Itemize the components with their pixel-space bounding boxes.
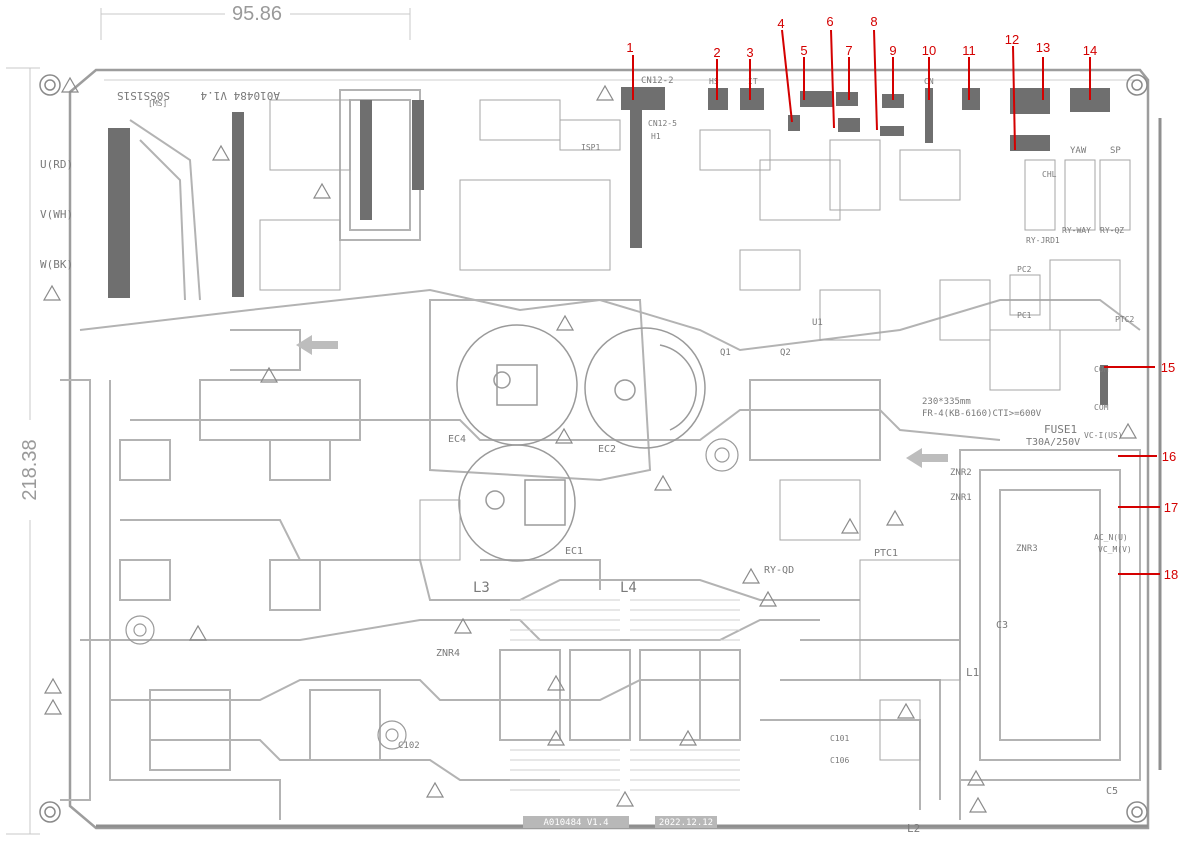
label-pc2: PC2 [1017,265,1032,274]
label-c5: C5 [1106,786,1118,797]
label-com-top: COM [1094,365,1109,374]
callout-12: 12 [1005,32,1019,47]
fuse-rating: T30A/250V [1026,437,1080,448]
label-vc-m: VC_M(V) [1098,545,1132,554]
capacitor-ec2 [584,327,706,449]
callout-11: 11 [962,43,976,58]
label-w: W(BK) [40,258,73,271]
label-ptc1: PTC1 [874,548,898,559]
label-u1: U1 [812,318,823,328]
callout-leader-6 [830,29,835,129]
label-c106: C106 [830,756,849,765]
label-v: V(WH) [40,208,73,221]
dimension-height-label: 218.38 [19,439,41,500]
label-znr3: ZNR3 [1016,544,1038,554]
callout-4: 4 [777,16,784,31]
callout-16: 16 [1162,449,1176,464]
inductor-l4-core [630,599,740,791]
label-znr4: ZNR4 [436,648,460,659]
dimension-width-label: 95.86 [232,3,282,25]
label-c3: C3 [996,620,1008,631]
label-ry-jrd1: RY-JRD1 [1026,236,1060,245]
small-smd-parts [259,99,1131,761]
label-h1: H1 [651,132,661,141]
label-q2: Q2 [780,348,791,358]
label-it: IT [748,77,758,86]
callout-18: 18 [1164,567,1178,582]
mounting-holes [39,74,1148,823]
part-number-text: A010484 V1.4 [543,818,608,828]
label-u: U(RD) [40,158,73,171]
callout-3: 3 [746,45,753,60]
board-size-note: 230*335mm [922,397,971,407]
fuse-outline [125,438,739,750]
label-isp1: ISP1 [581,143,600,152]
label-znr1: ZNR1 [950,493,972,503]
label-ry-qz: RY-QZ [1100,226,1124,235]
label-q1: Q1 [720,348,731,358]
label-cn12-5: CN12-5 [648,119,677,128]
capacitor-ec4 [456,324,578,446]
silkscreen-labels: A010484 V1.4 S0SS1S1S [MS] U(RD) V(WH) W… [40,76,1134,835]
callout-10: 10 [922,43,936,58]
flow-arrows [296,335,948,468]
board-material-note: FR-4(KB-6160)CTI>=600V [922,409,1042,419]
callouts [632,29,1160,575]
label-com-bottom: COM [1094,403,1109,412]
callout-2: 2 [713,45,720,60]
label-l3: L3 [473,580,490,596]
label-vc-i: VC-I(US) [1084,431,1123,440]
date-text: 2022.12.12 [659,818,713,828]
label-ac-n: AC_N(U) [1094,533,1128,542]
callout-14: 14 [1083,43,1097,58]
dimension-width: 95.86 [100,3,411,40]
label-pc1: PC1 [1017,311,1032,320]
dimension-height: 218.38 [6,67,41,835]
label-znr2: ZNR2 [950,468,972,478]
callout-numbers: 1 2 3 4 5 6 7 8 9 10 11 12 13 14 15 16 1… [626,14,1178,582]
label-ry-way: RY-WAY [1062,226,1091,235]
copper-traces [60,89,1141,820]
label-c101: C101 [830,734,849,743]
label-chl: CHL [1042,170,1057,179]
callout-15: 15 [1161,360,1175,375]
callout-leader-4 [781,29,793,123]
label-ec2: EC2 [598,444,616,455]
part-number-plate: A010484 V1.4 2022.12.12 [523,816,717,828]
label-l4: L4 [620,580,637,596]
callout-leader-8 [873,29,878,131]
label-sp: SP [1110,146,1121,156]
label-yaw: YAW [1070,146,1087,156]
header-strips [108,87,1110,405]
callout-13: 13 [1036,40,1050,55]
label-l2: L2 [907,822,920,835]
label-ptc2: PTC2 [1115,315,1134,324]
fuse-label: FUSE1 [1044,423,1077,436]
callout-8: 8 [870,14,877,29]
label-ry-qd: RY-QD [764,565,794,576]
label-cn12-2: CN12-2 [641,76,674,86]
board-top-label: A010484 V1.4 [200,89,280,102]
label-ms: [MS] [148,99,167,108]
label-l1: L1 [966,666,979,679]
board-top-code: S0SS1S1S [117,89,170,102]
callout-17: 17 [1164,500,1178,515]
label-hs: HS [709,77,719,86]
callout-7: 7 [845,43,852,58]
warning-triangle-icons [42,76,1138,813]
callout-9: 9 [889,43,896,58]
capacitor-ec1 [458,444,576,562]
callout-6: 6 [826,14,833,29]
callout-1: 1 [626,40,633,55]
callout-5: 5 [800,43,807,58]
label-c102: C102 [398,741,420,751]
callout-leader-12 [1012,45,1016,151]
label-ec1: EC1 [565,546,583,557]
inductor-l3-core [510,599,620,791]
label-ec4: EC4 [448,434,466,445]
